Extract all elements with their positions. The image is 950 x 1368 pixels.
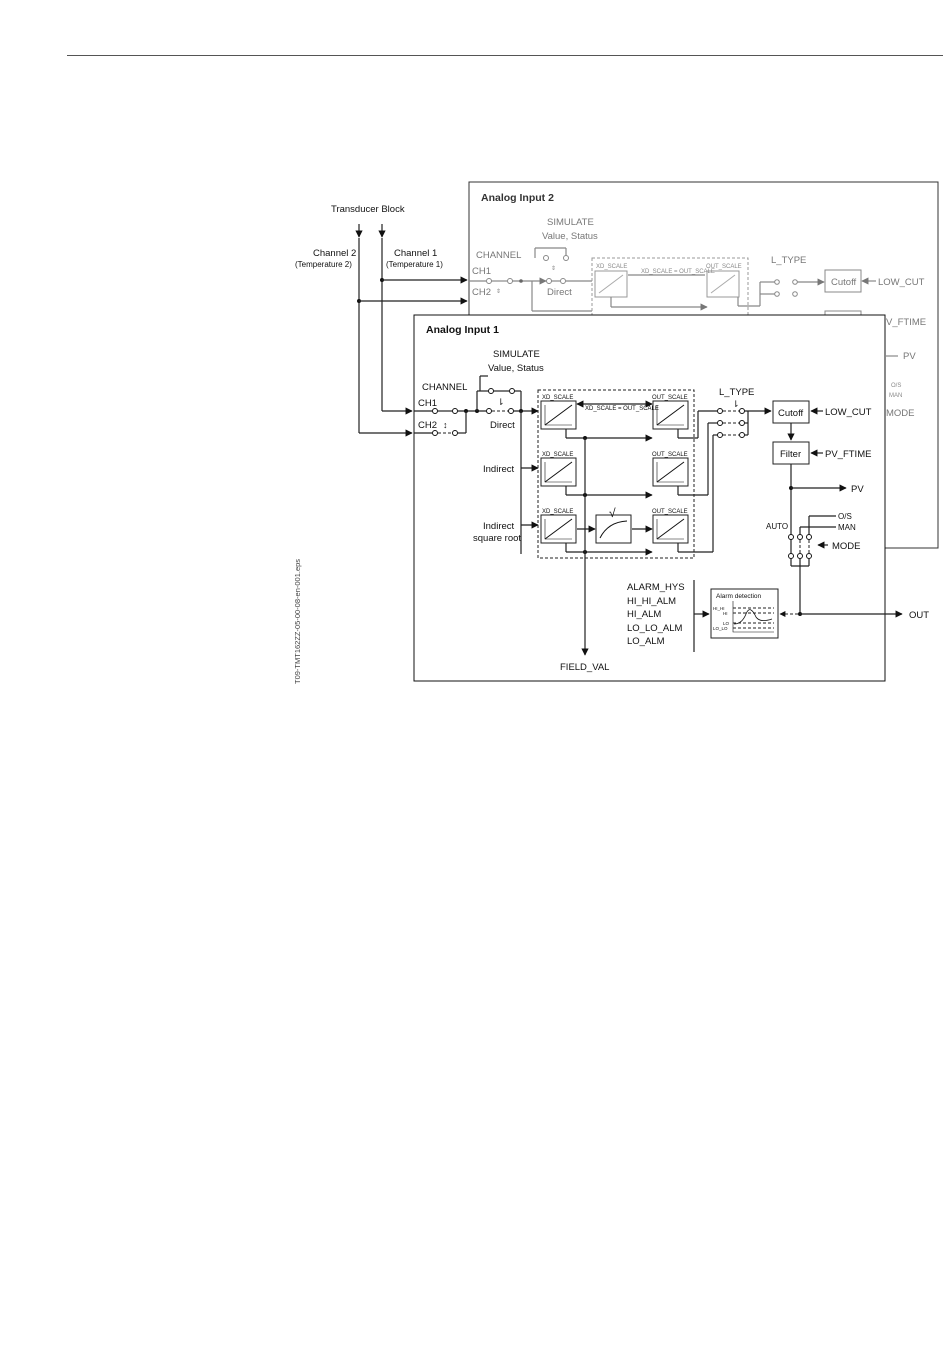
transducer-inputs: Transducer Block Channel 2 (Temperature … [295,204,468,437]
figure-id: T09-TMT162ZZ-05-00-08-en-001.eps [293,559,302,684]
svg-text:⇕: ⇕ [551,265,556,272]
ai1-out-scale-label-2: OUT_SCALE [652,452,688,458]
ai2-channel-label: CHANNEL [476,250,521,261]
ai1-auto-label: AUTO [766,522,788,531]
ai2-os-label: O/S [891,383,901,389]
alarm-param-4: LO_ALM [627,636,665,647]
alarm-detection-label: Alarm detection [716,593,762,600]
ai2-value-status-label: Value, Status [542,231,598,242]
ai1-os-label: O/S [838,512,852,521]
ai2-ch2-label: CH2 [472,287,491,298]
ai1-l-type-label: L_TYPE [719,387,754,398]
svg-text:⇂: ⇂ [732,399,740,409]
ai2-man-label: MAN [889,393,902,399]
alarm-param-2: HI_ALM [627,609,661,620]
ai1-mode-label: MODE [832,541,861,552]
ai1-ch2-label: CH2 [418,420,437,431]
ai1-filter-label: Filter [780,449,801,460]
ai1-out-scale-label-3: OUT_SCALE [652,509,688,515]
ai2-ch1-label: CH1 [472,266,491,277]
channel2-label: Channel 2 [313,248,356,259]
svg-text:⇕: ⇕ [496,288,501,295]
svg-text:⇂: ⇂ [497,397,505,407]
ai2-pv-label: PV [903,351,916,362]
ai1-out-scale-label-1: OUT_SCALE [652,395,688,401]
alarm-hi-hi-label: HI_HI [713,606,725,611]
ai2-low-cut-label: LOW_CUT [878,277,925,288]
alarm-param-0: ALARM_HYS [627,582,685,593]
ai1-ch1-label: CH1 [418,398,437,409]
ai1-out-label: OUT [909,610,929,621]
svg-text:↕: ↕ [443,420,448,430]
ai1-indirect-label: Indirect [483,464,515,475]
ai2-xd-scale-label: XD_SCALE [596,264,627,270]
ai1-indirect-sqrt-label-2: square root [473,533,521,544]
ai2-direct-label: Direct [547,287,572,298]
channel1-sub-label: (Temperature 1) [386,260,443,269]
ai2-l-type-label: L_TYPE [771,255,806,266]
ai2-cutoff-label: Cutoff [831,277,857,288]
ai1-xd-scale-label-3: XD_SCALE [542,509,573,515]
analog-input-1-block: Analog Input 1 SIMULATE Value, Status CH… [413,314,929,682]
ai2-simulate-label: SIMULATE [547,217,594,228]
alarm-hi-label: HI [723,611,728,616]
ai2-pv-ftime-label: V_FTIME [886,317,926,328]
ai1-xd-eq-out-label: XD_SCALE = OUT_SCALE [585,406,659,412]
sqrt-symbol: √ [609,506,616,520]
ai1-low-cut-label: LOW_CUT [825,407,872,418]
transducer-block-label: Transducer Block [331,204,405,215]
ai1-simulate-label: SIMULATE [493,349,540,360]
ai2-xd-eq-out-label: XD_SCALE = OUT_SCALE [641,269,715,275]
header-rule [67,55,943,56]
alarm-lo-lo-label: LO_LO [713,626,728,631]
alarm-param-3: LO_LO_ALM [627,623,683,634]
ai1-xd-scale-label-2: XD_SCALE [542,452,573,458]
ai2-title: Analog Input 2 [481,192,554,204]
ai1-xd-scale-label-1: XD_SCALE [542,395,573,401]
ai1-direct-label: Direct [490,420,515,431]
ai1-channel-label: CHANNEL [422,382,467,393]
alarm-lo-label: LO [723,621,730,626]
ai1-cutoff-label: Cutoff [778,408,804,419]
ai2-mode-label: MODE [886,408,915,419]
ai1-indirect-sqrt-label-1: Indirect [483,521,515,532]
ai1-man-label: MAN [838,523,856,532]
ai1-pv-label: PV [851,484,864,495]
ai1-field-val-label: FIELD_VAL [560,662,609,673]
alarm-param-1: HI_HI_ALM [627,596,676,607]
channel1-label: Channel 1 [394,248,437,259]
ai1-pv-ftime-label: PV_FTIME [825,449,871,460]
ai2-out-scale-label: OUT_SCALE [706,264,742,270]
ai1-title: Analog Input 1 [426,324,499,336]
ai1-value-status-label: Value, Status [488,363,544,374]
channel2-sub-label: (Temperature 2) [295,260,352,269]
